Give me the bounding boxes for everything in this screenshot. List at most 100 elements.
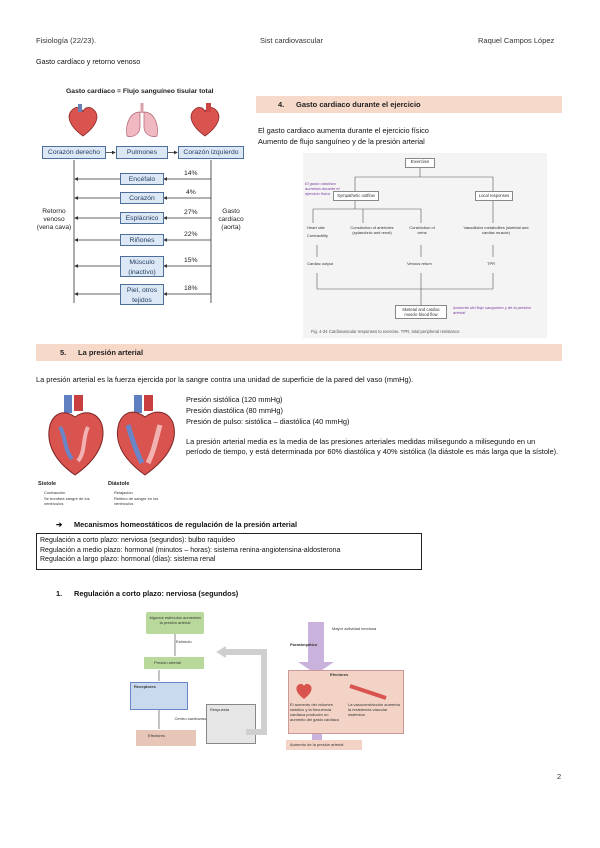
skeletal-flow-box: Skeletal and cardiac muscle blood flow (395, 305, 447, 319)
reflex-diagram-right: Mayor actividad nerviosa Parasimpático E… (286, 622, 410, 750)
efectores-box-left (136, 730, 196, 746)
stimulus-text: Algunos estímulos aumentan la presión ar… (149, 615, 201, 625)
sistole-item-1: Contracción (44, 490, 66, 495)
vasodilator-text: Vasodilator metabolites (skeletal and ca… (463, 225, 529, 235)
constriction-arterioles-text: Constriction of arterioles (splanchnic a… (350, 225, 394, 235)
top-note-right: Mayor actividad nerviosa (332, 626, 377, 631)
section4-number: 4. (278, 100, 285, 109)
section5-title: La presión arterial (78, 348, 144, 357)
respuesta-text: Respuesta (210, 707, 230, 712)
exercise-left-note: El gasto cardíaco aumenta durante el eje… (305, 181, 340, 196)
heart-diastole-icon (116, 395, 175, 476)
pct-musculo: 15% (184, 257, 198, 264)
contractility-text: Contractility (307, 233, 328, 238)
pct-esplacnico: 27% (184, 209, 198, 216)
organ-musculo: Músculo (inactivo) (120, 256, 164, 277)
sympathetic-box: Sympathetic outflow (333, 191, 379, 201)
pct-rinones: 22% (184, 231, 198, 238)
exercise-diagram-lines (312, 167, 494, 305)
venous-return-text: Venous return (407, 261, 432, 266)
diastole-item-1: Relajación (114, 490, 133, 495)
heart-rate-text: Heart rate (307, 225, 325, 230)
pct-corazon: 4% (186, 189, 196, 196)
left-effect-right: El aumento del volumen sistólico y la fr… (290, 702, 340, 722)
gasto-flow-lines (73, 150, 212, 303)
respuesta-box (206, 704, 256, 744)
efectores-panel-right (288, 670, 404, 734)
regulacion-title: Regulación a corto plazo: nerviosa (segu… (74, 589, 239, 598)
organ-rinones: Riñones (120, 234, 164, 246)
presion-text: Presión arterial (154, 660, 181, 665)
label-gasto-cardiaco: Gasto cardíaco (aorta) (213, 208, 249, 232)
efectores-text-left: Efectores (148, 733, 165, 738)
header-right: Raquel Campos López (478, 36, 555, 45)
reflex-diagram-left: Algunos estímulos aumentan la presión ar… (126, 612, 272, 750)
bottom-text-right: Aumento de la presión arterial (290, 742, 344, 747)
organ-encefalo: Encéfalo (120, 173, 164, 185)
right-effect-right: La vasoconstricción aumenta la resistenc… (348, 702, 400, 717)
regulacion-number: 1. (56, 589, 63, 598)
exercise-top-box: Exercise (405, 158, 435, 168)
pct-piel: 18% (184, 285, 198, 292)
section5-number: 5. (60, 348, 67, 357)
box-pulmones: Pulmones (116, 146, 168, 159)
cardiac-output-text: Cardiac output (307, 261, 334, 266)
local-box: Local responses (475, 191, 513, 201)
presion-pulso: Presión de pulso: sistólica – diastólica… (186, 417, 350, 426)
vessel-icon (349, 684, 387, 700)
parasimpatico-text: Parasimpático (290, 642, 318, 647)
reflex-loop-arrow (158, 634, 267, 735)
constriction-veins-text: Constriction of veins (409, 225, 435, 235)
mecanismos-title: Mecanismos homeostáticos de regulación d… (74, 520, 298, 529)
organ-piel: Piel, otros tejidos (120, 284, 164, 305)
pct-encefalo: 14% (184, 170, 198, 177)
presion-media: La presión arterial media es la media de… (186, 437, 559, 457)
lungs-illustration (126, 103, 158, 137)
section4-heading: 4. Gasto cardiaco durante el ejercicio (256, 96, 562, 113)
section4-line2: Aumento de flujo sanguíneo y de la presi… (258, 137, 425, 146)
exercise-right-note: Aumento del flujo sanguíneo y de la pres… (453, 305, 531, 315)
heart-small-icon (296, 683, 312, 699)
label-retorno-venoso: Retorno venoso (vena cava) (36, 208, 72, 232)
section4-line1: El gasto cardiaco aumenta durante el eje… (258, 126, 429, 135)
heart-systole-icon (48, 395, 104, 476)
stimulus-box (146, 612, 204, 634)
mecanismo-largo: Regulación a largo plazo: hormonal (días… (40, 556, 216, 563)
exercise-diagram: Exercise El gasto cardíaco aumenta duran… (303, 153, 547, 338)
bottom-box-right (286, 740, 362, 750)
organ-corazon: Corazón (120, 192, 164, 204)
estimulo-text: Estímulo (176, 639, 192, 644)
section5-heading: 5. La presión arterial (36, 344, 562, 361)
gasto-figure: Gasto cardíaco = Flujo sanguíneo tisular… (36, 88, 251, 318)
heart-cycle-figure: Sístole Contracción Se bombea sangre de … (36, 393, 178, 518)
section5-intro: La presión arterial es la fuerza ejercid… (36, 375, 414, 384)
sistole-label: Sístole (38, 481, 57, 487)
box-corazon-derecho: Corazón derecho (42, 146, 106, 159)
presion-box (144, 657, 204, 669)
organ-esplacnico: Esplácnico (120, 212, 164, 224)
diastole-label: Diástole (108, 481, 130, 487)
presion-diastolica: Presión diastólica (80 mmHg) (186, 406, 283, 415)
mecanismo-corto: Regulación a corto plazo: nerviosa (segu… (40, 537, 235, 544)
box-corazon-izquierdo: Corazón izquierdo (178, 146, 244, 159)
receptores-box (130, 682, 188, 710)
centro-text: Centro cardiovascular (174, 716, 214, 721)
section-title-gasto: Gasto cardíaco y retorno venoso (36, 57, 141, 66)
gasto-figure-title: Gasto cardíaco = Flujo sanguíneo tisular… (66, 88, 214, 95)
mecanismo-medio: Regulación a medio plazo: hormonal (minu… (40, 546, 341, 554)
heart-illustration-right (68, 104, 98, 137)
sistole-item-2: Se bombea sangre de los ventrículos (44, 496, 90, 506)
mecanismos-box: Regulación a corto plazo: nerviosa (segu… (36, 533, 422, 570)
section4-title: Gasto cardiaco durante el ejercicio (296, 100, 421, 109)
receptores-text: Receptores (134, 684, 156, 689)
tpr-text: TPR (487, 261, 495, 266)
diastole-item-2: Relleno de sangre en los ventrículos (114, 496, 159, 506)
efectores-title-right: Efectores (330, 672, 349, 677)
header-left: Fisiología (22/23). (36, 36, 97, 45)
presion-sistolica: Presión sistólica (120 mmHg) (186, 395, 283, 404)
header-center: Sist cardiovascular (260, 36, 323, 45)
page-number: 2 (557, 772, 562, 781)
heart-illustration-left (190, 103, 220, 137)
exercise-caption: Fig. 4-34 Cardiovascular responses to ex… (311, 329, 461, 334)
mecanismos-arrow: ➔ (56, 520, 63, 529)
